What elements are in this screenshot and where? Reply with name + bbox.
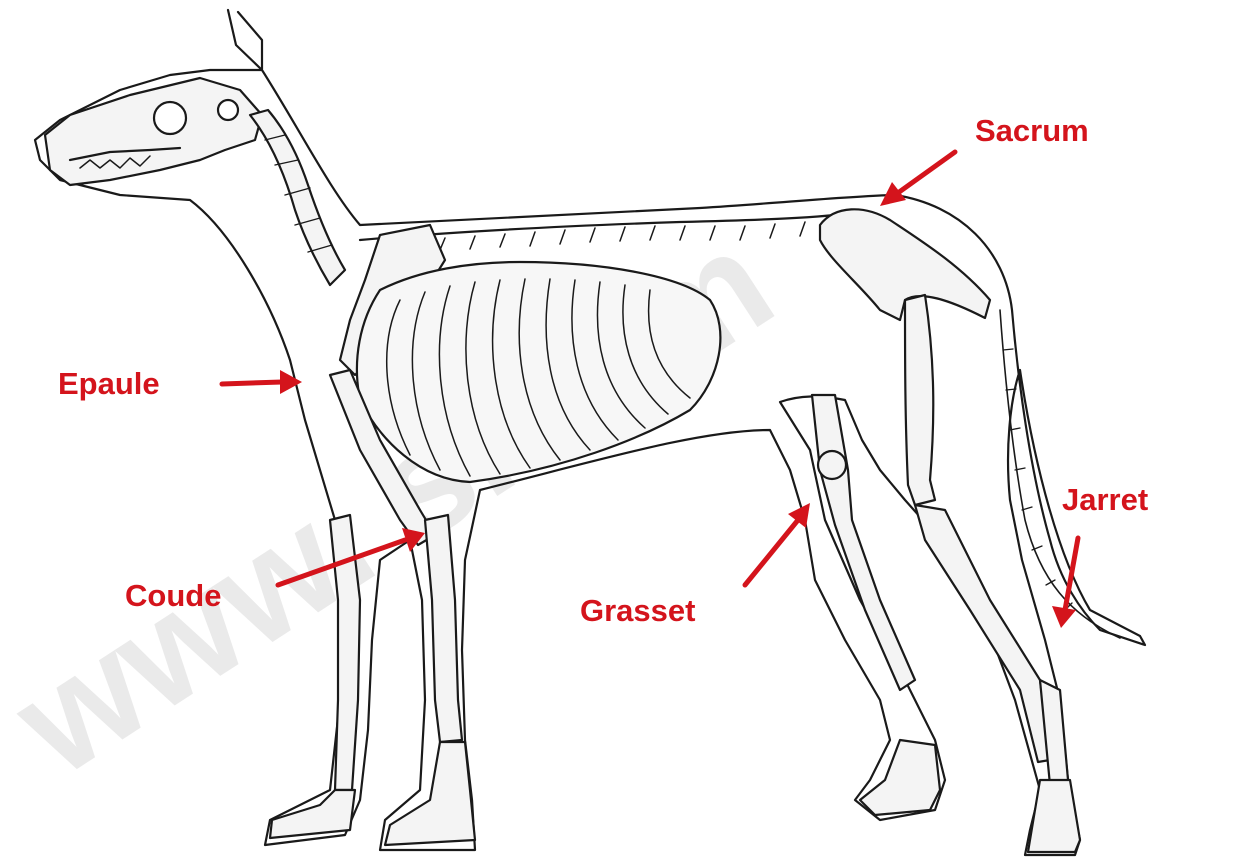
label-grasset: Grasset: [580, 595, 695, 626]
label-epaule: Epaule: [58, 368, 160, 399]
label-sacrum: Sacrum: [975, 115, 1089, 146]
label-jarret: Jarret: [1062, 484, 1148, 515]
fore-paw-near: [385, 742, 475, 845]
hind-paw-far: [1028, 780, 1080, 852]
epaule-arrow: [222, 370, 302, 394]
sacrum-arrow: [880, 152, 955, 206]
label-coude: Coude: [125, 580, 221, 611]
skull: [45, 78, 262, 185]
grasset-arrow: [745, 503, 810, 585]
cervical-vertebrae: [250, 110, 345, 285]
near-hind-leg-bones: [812, 395, 915, 690]
femur: [905, 295, 935, 505]
hind-leg-bones: [915, 505, 1050, 762]
tail-vertebrae: [1000, 310, 1120, 638]
